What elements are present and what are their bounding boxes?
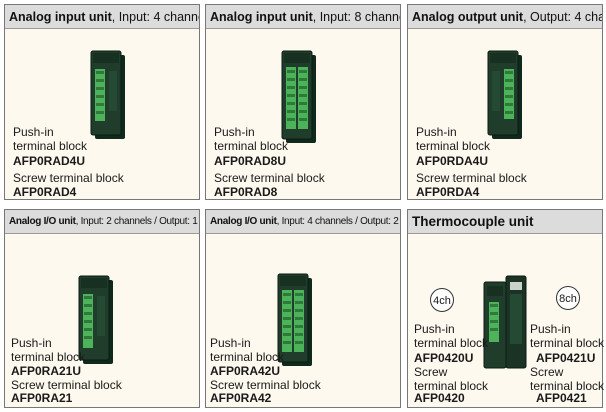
screw-model: AFP0RAD8	[214, 185, 278, 199]
plc-unit-image	[78, 275, 113, 364]
pushin-model: AFP0RA21U	[11, 364, 82, 378]
screw-model: AFP0RDA4	[416, 185, 480, 199]
card-analog-io-4in-2out: Analog I/O unit, Input: 4 channels / Out…	[205, 209, 401, 408]
card-title: Analog I/O unit, Input: 4 channels / Out…	[206, 210, 400, 234]
left-pushin-model: AFP0420U	[414, 351, 474, 365]
screw-label: Screw terminal block	[11, 378, 122, 392]
badge-8ch: 8ch	[556, 286, 580, 310]
pushin-model: AFP0RAD4U	[13, 154, 86, 168]
card-title: Analog output unit, Output: 4 channels	[408, 5, 602, 29]
plc-unit-image	[483, 275, 527, 369]
badge-4ch: 4ch	[430, 288, 454, 312]
card-analog-input-8ch: Analog input unit, Input: 8 channels Pus…	[205, 4, 401, 200]
card-title: Analog I/O unit, Input: 2 channels / Out…	[5, 210, 199, 234]
screw-label: Screw terminal block	[416, 171, 527, 185]
screw-label: Screw terminal block	[13, 171, 124, 185]
right-screw-model: AFP0421	[536, 391, 587, 405]
screw-label: Screw terminal block	[214, 171, 325, 185]
pushin-model: AFP0RDA4U	[416, 154, 489, 168]
screw-model: AFP0RA21	[11, 391, 73, 405]
plc-unit-image	[281, 50, 316, 143]
plc-unit-image	[487, 50, 522, 139]
plc-unit-image	[90, 50, 125, 139]
right-pushin-model: AFP0421U	[536, 351, 596, 365]
screw-model: AFP0RA42	[210, 391, 272, 405]
pushin-model: AFP0RAD8U	[214, 154, 287, 168]
card-title: Analog input unit, Input: 4 channels	[5, 5, 199, 29]
card-analog-input-4ch: Analog input unit, Input: 4 channels Pus…	[4, 4, 200, 200]
screw-model: AFP0RAD4	[13, 185, 77, 199]
card-analog-io-2in-1out: Analog I/O unit, Input: 2 channels / Out…	[4, 209, 200, 408]
card-title: Thermocouple unit	[408, 210, 602, 234]
screw-label: Screw terminal block	[210, 378, 321, 392]
card-analog-output-4ch: Analog output unit, Output: 4 channels P…	[407, 4, 603, 200]
card-title: Analog input unit, Input: 8 channels	[206, 5, 400, 29]
plc-unit-image	[277, 273, 312, 366]
left-screw-model: AFP0420	[414, 391, 465, 405]
pushin-model: AFP0RA42U	[210, 364, 281, 378]
